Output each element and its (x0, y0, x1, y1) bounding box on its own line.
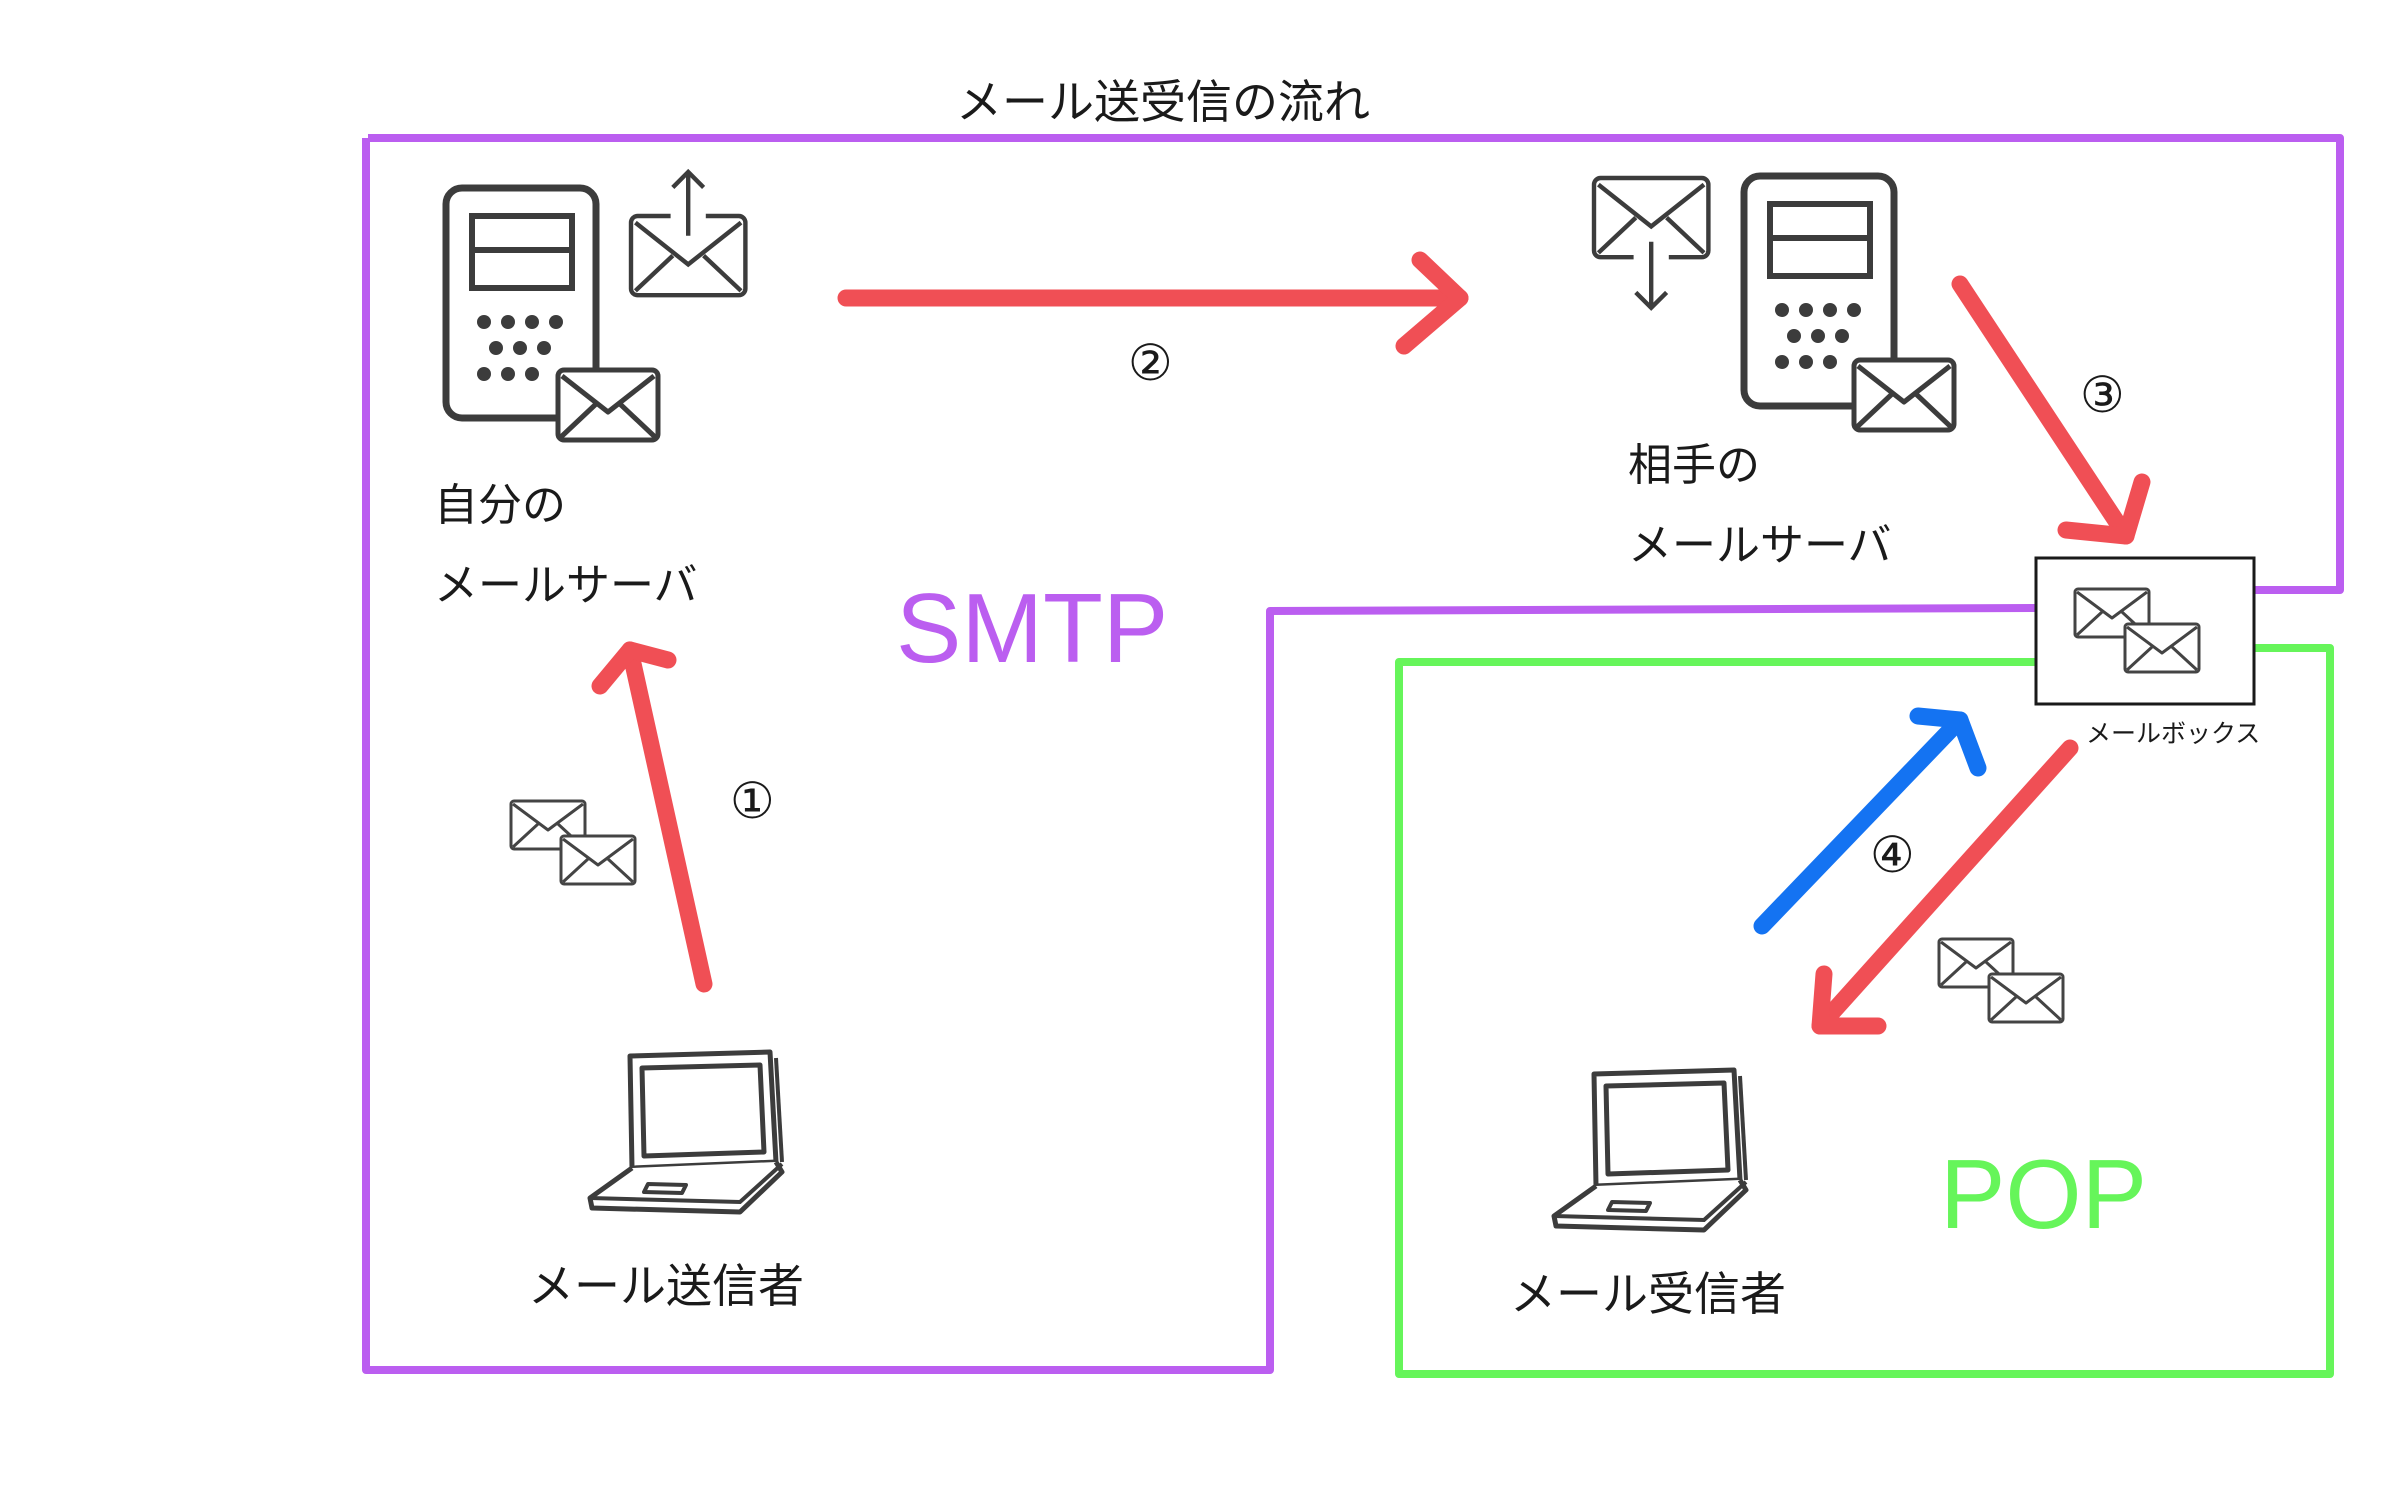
own-server-label-line2: メールサーバ (434, 560, 698, 611)
arrow-step-4-delivery (1811, 739, 2079, 1035)
smtp-label: SMTP (896, 573, 1168, 683)
receiver-label: メール受信者 (1510, 1267, 1786, 1321)
own-server-label-line1: 自分の (434, 480, 566, 531)
peer-server-label-line1: 相手の (1628, 440, 1760, 491)
peer-mail-server (1591, 175, 1954, 430)
envelope-pair-icon (1939, 939, 2063, 1022)
laptop-icon (590, 1052, 782, 1212)
smtp-region-border (368, 134, 2344, 594)
mail-send-icon (628, 168, 748, 298)
step-1-label: ① (730, 772, 775, 830)
peer-server-label-line2: メールサーバ (1628, 520, 1892, 571)
smtp-region-border-lower (362, 138, 2037, 1374)
arrow-step-4-request (1753, 707, 1987, 935)
sender-label: メール送信者 (528, 1259, 804, 1313)
arrow-step-3 (1951, 275, 2151, 545)
arrow-step-2 (837, 251, 1469, 355)
step-3-label: ③ (2080, 366, 2125, 424)
own-mail-server (446, 168, 748, 440)
step-4-label: ④ (1870, 826, 1915, 884)
mailbox-label: メールボックス (2086, 719, 2260, 748)
step-2-label: ② (1128, 334, 1173, 392)
envelope-pair-icon (511, 801, 635, 884)
mail-receive-icon (1591, 175, 1711, 311)
laptop-icon (1554, 1070, 1746, 1230)
diagram-title: メール送受信の流れ (956, 75, 1370, 129)
arrow-step-1 (591, 641, 713, 993)
pop-label: POP (1940, 1139, 2147, 1249)
pop-region-border (1395, 644, 2334, 1378)
mailbox-icon (2034, 556, 2256, 706)
envelope-icon (558, 370, 658, 440)
envelope-icon (1854, 360, 1954, 430)
